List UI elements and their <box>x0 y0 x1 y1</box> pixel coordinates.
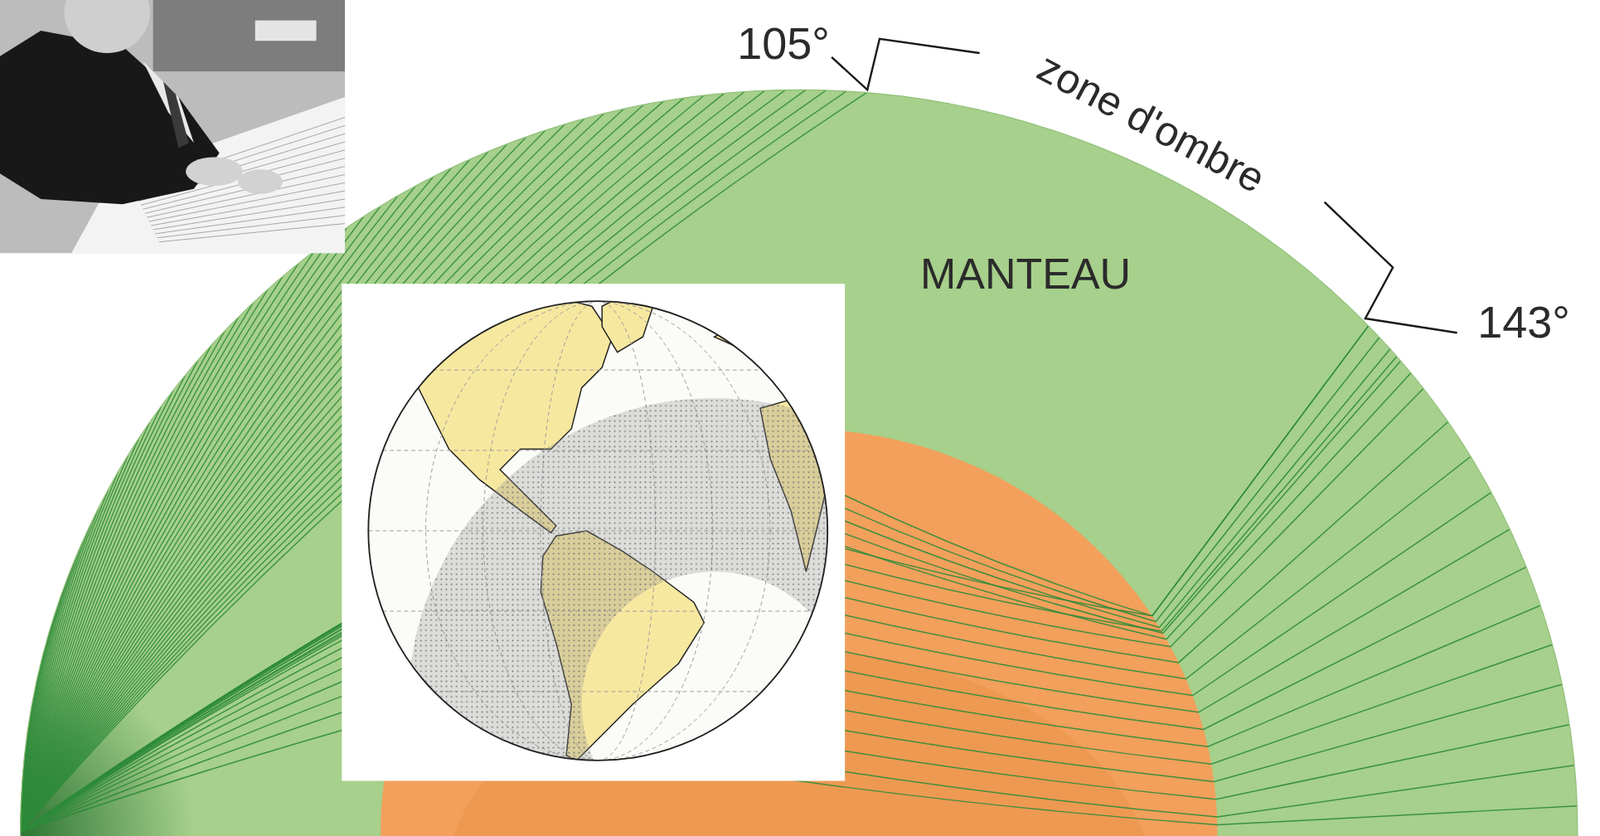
zone-name: zone d'ombre <box>1031 44 1273 201</box>
angle-label: 143° <box>1477 298 1571 346</box>
label-holder: 143° <box>1477 298 1571 346</box>
globe-content <box>368 290 1021 836</box>
globe-shadow-zone <box>407 397 1021 836</box>
label-holder: zone d'ombre <box>1031 44 1273 201</box>
parallel <box>368 369 828 371</box>
continent <box>714 316 776 358</box>
globe-outline <box>368 300 828 761</box>
angle-label: 105° <box>736 19 830 68</box>
photo-head <box>64 0 151 54</box>
shadow-zone-bracket <box>831 38 1458 333</box>
photo-shelf <box>255 20 317 42</box>
earth-outline <box>20 89 1578 836</box>
bracket-143 <box>1324 202 1458 334</box>
photo-ground <box>0 0 345 253</box>
paper-line <box>153 198 345 230</box>
earth-section <box>0 89 1578 836</box>
photo-inset <box>0 0 345 253</box>
photo-hand <box>185 157 243 186</box>
mantle <box>20 89 1578 836</box>
photo-suit <box>0 30 220 204</box>
photo-hand <box>237 169 283 194</box>
paper-line <box>155 207 345 234</box>
photo-wall <box>153 0 345 72</box>
paper-line <box>159 223 345 243</box>
region-name: MANTEAU <box>920 251 1131 297</box>
photo-tie <box>163 81 190 148</box>
bracket-105 <box>831 38 980 91</box>
label-holder: 105° <box>736 19 830 68</box>
paper-line <box>150 190 345 226</box>
label-holder: MANTEAU <box>920 251 1131 297</box>
globe-inset <box>341 283 1021 836</box>
